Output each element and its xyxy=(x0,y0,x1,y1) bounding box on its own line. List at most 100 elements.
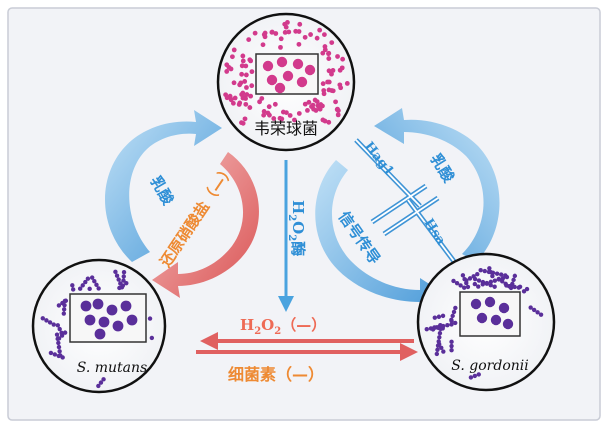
cell-dot xyxy=(227,93,233,99)
cell-dot xyxy=(453,305,458,311)
cell-dot xyxy=(40,316,46,321)
cell-dot xyxy=(500,276,506,281)
cell-dot xyxy=(449,317,454,323)
cell-dot xyxy=(232,95,238,101)
cell-dot xyxy=(239,71,245,77)
cell-dot xyxy=(450,313,455,319)
cell-dot xyxy=(436,314,442,319)
cell-dot xyxy=(54,332,60,337)
cell-dot xyxy=(335,112,341,118)
cell-dot xyxy=(320,81,326,87)
cell-dot xyxy=(261,109,267,114)
cell-dot xyxy=(460,273,466,278)
cell-dot xyxy=(476,278,482,283)
cell-dot xyxy=(424,326,429,332)
cell-dot xyxy=(458,283,463,288)
cell-dot xyxy=(273,31,279,36)
cell-dot xyxy=(116,277,121,282)
cell-dot xyxy=(261,32,267,38)
cell-dot xyxy=(482,268,487,274)
cell-dot xyxy=(317,27,323,33)
cell-dot xyxy=(511,277,516,283)
cell-dot xyxy=(293,28,299,34)
cell-dot xyxy=(80,300,92,312)
cell-dot xyxy=(57,349,62,354)
cell-dot xyxy=(292,58,304,70)
cell-dot xyxy=(461,285,467,290)
cell-dot xyxy=(512,273,518,279)
cell-dot xyxy=(106,304,118,316)
lactate-right-arrow xyxy=(374,108,500,262)
cell-dot xyxy=(531,307,537,313)
cell-dot xyxy=(47,320,53,325)
cell-dot xyxy=(344,81,350,86)
cell-dot xyxy=(112,320,124,332)
cell-dot xyxy=(504,283,509,288)
cell-dot xyxy=(96,286,101,291)
cell-dot xyxy=(487,266,492,271)
cell-dot xyxy=(261,112,267,118)
cell-dot xyxy=(240,120,246,126)
cell-dot xyxy=(449,348,454,353)
cell-dot xyxy=(310,102,316,108)
cell-dot xyxy=(247,105,253,110)
cell-dot xyxy=(320,103,325,109)
cell-dot xyxy=(274,82,286,94)
cell-dot xyxy=(248,93,254,99)
cell-dot xyxy=(296,111,302,116)
cell-dot xyxy=(486,269,492,275)
cell-dot xyxy=(302,101,308,107)
cell-dot xyxy=(308,32,313,37)
cell-dot xyxy=(282,21,288,27)
cell-dot xyxy=(238,80,244,86)
cell-dot xyxy=(247,57,253,63)
cell-dot xyxy=(488,282,493,288)
cell-dot xyxy=(434,351,440,357)
cell-dot xyxy=(80,283,85,288)
cell-dot xyxy=(451,278,456,284)
cell-dot xyxy=(282,29,288,35)
cell-dot xyxy=(528,305,533,310)
cell-dot xyxy=(432,325,437,330)
cell-dot xyxy=(445,323,450,328)
cell-dot xyxy=(147,316,153,321)
cell-dot xyxy=(475,271,480,277)
cell-dot xyxy=(490,314,502,326)
cell-dot xyxy=(62,330,68,335)
cell-dot xyxy=(337,67,343,73)
cell-dot xyxy=(243,63,249,69)
cell-dot xyxy=(498,302,510,314)
h2o2-enzyme-arrowhead xyxy=(278,296,294,312)
cell-dot xyxy=(249,83,255,89)
cell-dot xyxy=(92,298,104,310)
cell-dot xyxy=(476,312,488,324)
signal-arrow xyxy=(315,160,448,314)
cell-dot xyxy=(335,106,340,112)
cell-dot xyxy=(57,326,62,332)
cell-dot xyxy=(243,101,249,107)
cell-dot xyxy=(240,58,246,64)
cell-dot xyxy=(321,88,327,93)
cell-dot xyxy=(249,69,255,75)
cell-dot xyxy=(224,69,230,74)
cell-dot xyxy=(305,107,310,113)
cell-dot xyxy=(278,44,283,50)
cell-dot xyxy=(56,344,62,350)
cell-dot xyxy=(478,267,483,273)
cell-dot xyxy=(504,274,510,280)
cell-dot xyxy=(449,343,454,349)
mutans-label: S. mutans xyxy=(77,360,147,376)
cell-dot xyxy=(499,272,504,277)
cell-dot xyxy=(120,283,126,288)
cell-dot xyxy=(468,375,474,380)
cell-dot xyxy=(286,29,292,35)
cell-dot xyxy=(77,286,83,291)
cell-dot xyxy=(269,29,275,35)
cell-dot xyxy=(96,383,101,389)
cell-dot xyxy=(276,56,288,68)
cell-dot xyxy=(326,119,332,125)
cell-dot xyxy=(314,35,320,41)
cell-dot xyxy=(229,54,235,60)
cell-dot xyxy=(476,372,481,377)
